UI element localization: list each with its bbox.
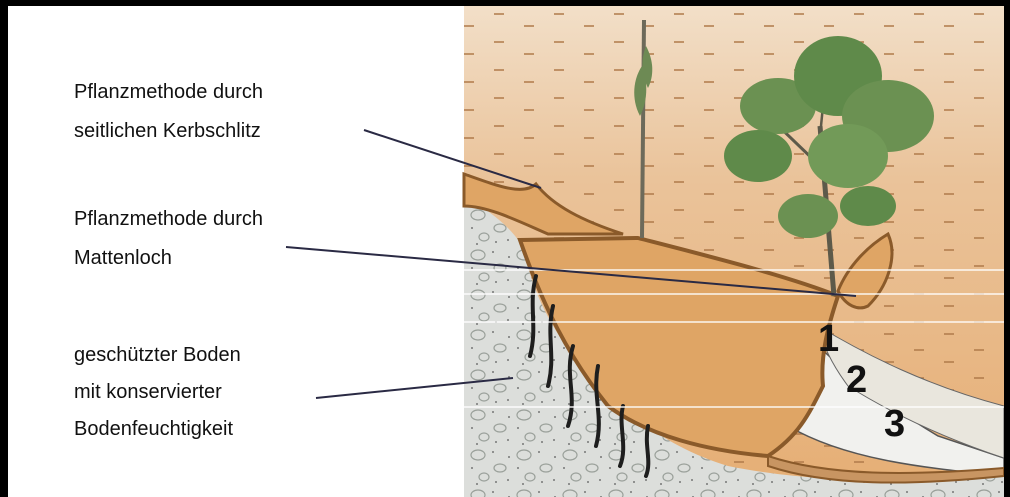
label-soil-line3: Bodenfeuchtigkeit	[74, 417, 241, 454]
label-soil-line1: geschützter Boden	[74, 343, 241, 380]
figure-panel: 1 2 3 Pflanzmethode durch seitlichen Ker…	[8, 6, 1004, 497]
layer-number-2: 2	[846, 359, 867, 401]
label-protected-soil: geschützter Boden mit konservierter Bode…	[74, 343, 241, 454]
layer-number-1: 1	[818, 318, 839, 360]
layer-number-3: 3	[884, 403, 905, 445]
label-hole-line2: Mattenloch	[74, 246, 263, 285]
label-soil-line2: mit konservierter	[74, 380, 241, 417]
label-hole-planting: Pflanzmethode durch Mattenloch	[74, 207, 263, 285]
label-hole-line1: Pflanzmethode durch	[74, 207, 263, 246]
label-slit-planting: Pflanzmethode durch seitlichen Kerbschli…	[74, 80, 263, 158]
label-slit-line2: seitlichen Kerbschlitz	[74, 119, 263, 158]
label-slit-line1: Pflanzmethode durch	[74, 80, 263, 119]
